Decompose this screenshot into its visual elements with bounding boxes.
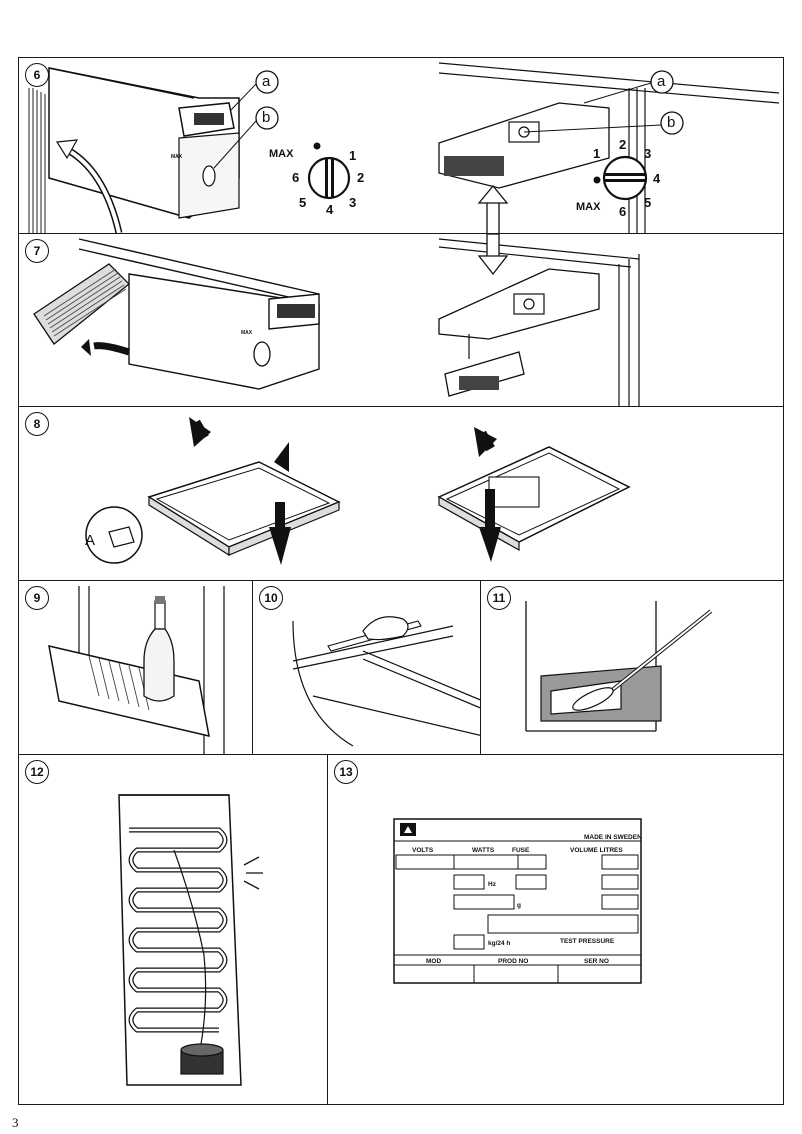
left-dial-6: 6 (292, 170, 300, 185)
plate-mod: MOD (426, 958, 441, 965)
page-number: 3 (12, 1115, 19, 1130)
rating-plate: MADE IN SWEDEN VOLTS WATTS FUSE VOLUME L… (393, 818, 642, 984)
step-number-6: 6 (25, 63, 49, 87)
housing-small-max-label: MAX (171, 154, 183, 160)
inset-label-a: A (85, 532, 95, 549)
left-dial-5: 5 (299, 195, 307, 210)
right-dial-1: 1 (593, 146, 601, 161)
step-number-10: 10 (259, 586, 283, 610)
right-dial-6: 6 (619, 204, 627, 219)
illustration-condenser-back (118, 794, 263, 1086)
right-dial-5: 5 (644, 195, 652, 210)
illustration-remove-grille (33, 234, 640, 407)
plate-fuse: FUSE (512, 847, 530, 854)
step-number-13: 13 (334, 760, 358, 784)
left-dial-2: 2 (357, 170, 365, 185)
panel-12: 12 (18, 754, 329, 1105)
callout-a: a (262, 73, 271, 90)
panel-10: 10 (252, 580, 482, 756)
plate-kg24h: kg/24 h (488, 940, 510, 947)
left-dial-4: 4 (326, 202, 334, 217)
illustration-shelf-removal: A (85, 417, 631, 565)
plate-test-pressure: TEST PRESSURE (560, 938, 615, 945)
left-dial-3: 3 (349, 195, 357, 210)
plate-ser-no: SER NO (584, 958, 609, 965)
panel-11: 11 (480, 580, 784, 756)
right-dial-4: 4 (653, 171, 661, 186)
illustration-drip-tray (525, 601, 713, 732)
illustration-bottle-rack (48, 586, 225, 755)
panel-6: 6 (18, 57, 784, 235)
right-dial-max-label: MAX (576, 201, 601, 213)
step-number-12: 12 (25, 760, 49, 784)
panel-13: 13 MADE IN SWEDEN VOLTS WATTS FUSE VOLUM… (327, 754, 784, 1105)
panel-9: 9 (18, 580, 254, 756)
plate-g: g (517, 902, 521, 909)
panel-7: 7 MAX (18, 233, 784, 408)
plate-volume-litres: VOLUME LITRES (570, 847, 623, 854)
housing-small-max-label-7: MAX (241, 330, 253, 336)
right-dial-2: 2 (619, 137, 627, 152)
right-dial-3: 3 (644, 146, 652, 161)
plate-prod-no: PROD NO (498, 958, 528, 965)
step-number-11: 11 (487, 586, 511, 610)
left-dial-max-label: MAX (269, 148, 294, 160)
plate-watts: WATTS (472, 847, 495, 854)
panel-8: 8 A (18, 406, 784, 582)
illustration-thermostat-housing (28, 62, 780, 234)
plate-made-in: MADE IN SWEDEN (584, 834, 642, 841)
step-number-9: 9 (25, 586, 49, 610)
left-dial-1: 1 (349, 148, 357, 163)
callout-a-right: a (657, 73, 666, 90)
plate-hz: Hz (488, 881, 497, 888)
callout-b: b (262, 109, 271, 126)
step-number-8: 8 (25, 412, 49, 436)
step-number-7: 7 (25, 239, 49, 263)
illustration-clean-drain (292, 616, 481, 747)
plate-volts: VOLTS (412, 847, 434, 854)
callout-b-right: b (667, 114, 676, 131)
